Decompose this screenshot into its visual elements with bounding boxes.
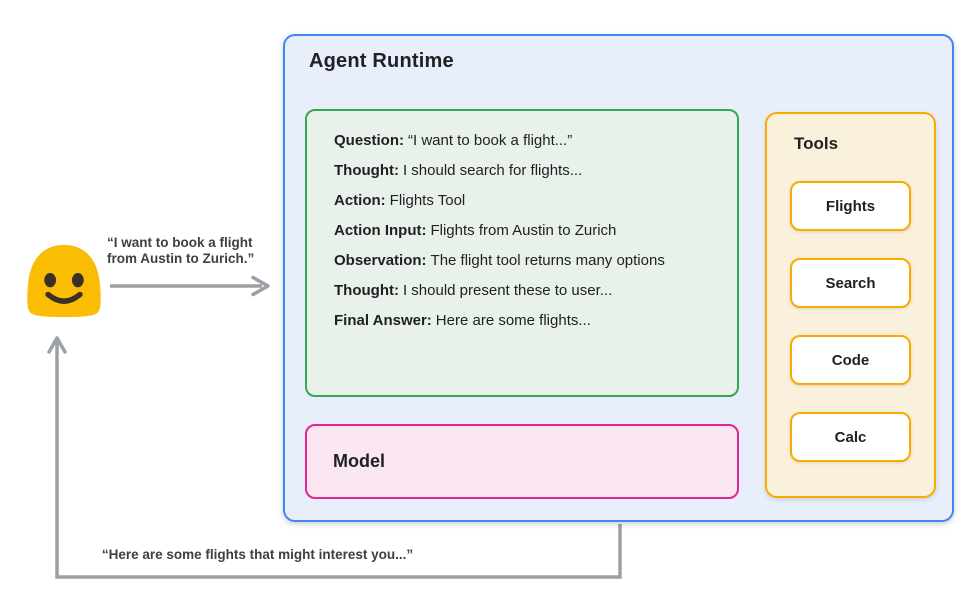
trace-line-observation: Observation:The flight tool returns many… [334,246,725,276]
trace-label: Action: [334,192,386,209]
model-label: Model [333,451,385,471]
user-request-text: “I want to book a flight from Austin to … [107,235,287,266]
tools-title: Tools [794,134,839,153]
agent-runtime-box: Agent Runtime Question:“I want to book a… [283,34,954,522]
trace-text: Flights from Austin to Zurich [430,222,617,239]
trace-label: Question: [334,132,404,149]
trace-label: Thought: [334,282,399,299]
request-arrow-icon [110,275,270,297]
trace-line-action-input: Action Input:Flights from Austin to Zuri… [334,216,725,246]
trace-text: “I want to book a flight...” [408,132,573,149]
user-request-line2: from Austin to Zurich.” [107,250,255,266]
tool-button-code: Code [790,335,911,385]
tools-box: Tools Flights Search Code Calc [765,112,936,498]
trace-text: Here are some flights... [435,312,591,329]
model-box: Model [305,424,739,499]
trace-text: I should present these to user... [402,282,613,299]
react-trace-box: Question:“I want to book a flight...” Th… [305,109,739,397]
user-blob-emoji-icon [27,244,101,318]
trace-line-thought-1: Thought:I should search for flights... [334,156,725,186]
trace-label: Thought: [334,162,399,179]
agent-runtime-title: Agent Runtime [309,50,454,72]
trace-line-thought-2: Thought:I should present these to user..… [334,276,725,306]
trace-label: Observation: [334,252,427,269]
trace-label: Action Input: [334,222,427,239]
tool-button-search: Search [790,258,911,308]
trace-text: I should search for flights... [402,162,583,179]
trace-line-question: Question:“I want to book a flight...” [334,126,725,156]
user-request-line1: “I want to book a flight [107,235,253,250]
trace-line-final-answer: Final Answer:Here are some flights... [334,306,725,336]
trace-text: Flights Tool [389,192,466,209]
trace-text: The flight tool returns many options [430,252,665,269]
agent-response-text: “Here are some flights that might intere… [101,547,414,562]
trace-line-action: Action:Flights Tool [334,186,725,216]
trace-label: Final Answer: [334,312,432,329]
tool-button-flights: Flights [790,181,911,231]
tool-button-calc: Calc [790,412,911,462]
